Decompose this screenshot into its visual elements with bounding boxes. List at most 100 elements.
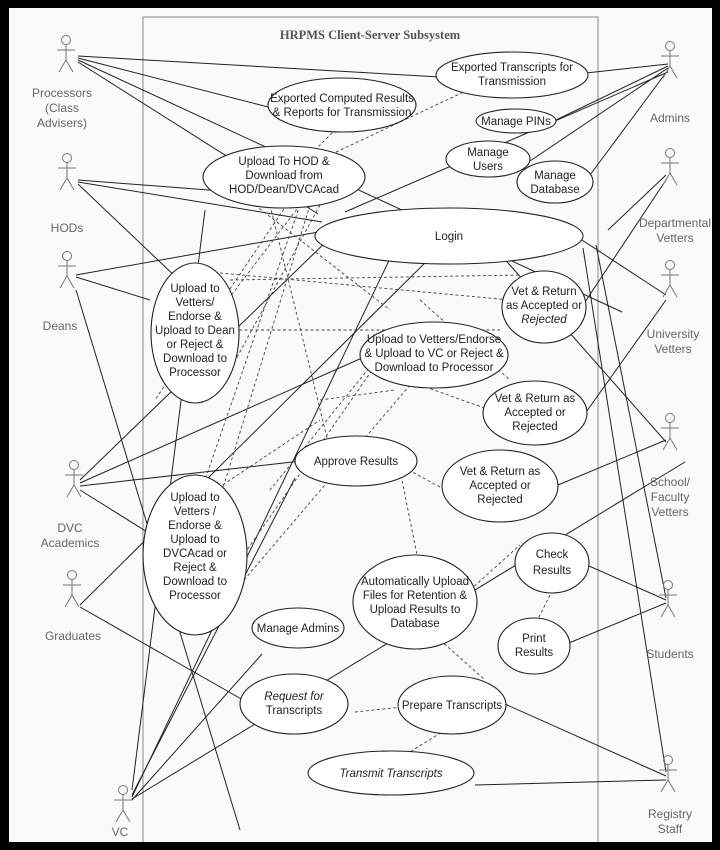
use-case-auto-upload[interactable]: Automatically Upload Files for Retention…	[352, 554, 478, 650]
svg-text:Graduates: Graduates	[45, 629, 101, 643]
svg-text:Upload to Vetters/Endorse: Upload to Vetters/Endorse	[367, 334, 501, 346]
svg-text:Exported Transcripts for: Exported Transcripts for	[451, 62, 573, 74]
actor-vc: VC	[112, 785, 132, 839]
svg-text:Vet & Return: Vet & Return	[511, 286, 576, 298]
svg-text:Rejected: Rejected	[512, 421, 557, 433]
use-case-transmit-transcripts[interactable]: Transmit Transcripts	[307, 750, 475, 796]
svg-text:Vet & Return as: Vet & Return as	[495, 393, 576, 405]
svg-text:Check: Check	[536, 549, 569, 561]
use-case-exported-results[interactable]: Exported Computed Results & Reports for …	[267, 77, 417, 133]
svg-text:as Accepted or: as Accepted or	[506, 300, 582, 312]
svg-text:Vetters: Vetters	[651, 505, 688, 519]
use-case-manage-users[interactable]: Manage Users	[445, 140, 531, 178]
svg-text:Upload To HOD &: Upload To HOD &	[238, 156, 330, 168]
svg-text:Manage: Manage	[467, 147, 509, 159]
svg-text:Vetters: Vetters	[654, 342, 691, 356]
svg-text:Results: Results	[533, 565, 572, 577]
use-case-upload-to-vc[interactable]: Upload to Vetters/Endorse & Upload to VC…	[359, 321, 509, 389]
actor-dvc-academics: DVC Academics	[41, 460, 100, 550]
svg-text:& Reports for Transmission: & Reports for Transmission	[273, 107, 412, 119]
diagram-title: HRPMS Client-Server Subsystem	[280, 28, 461, 42]
use-case-upload-to-dvcacad[interactable]: Upload to Vetters / Endorse & Upload to …	[142, 474, 248, 636]
actor-students: Students	[646, 580, 694, 661]
svg-text:Automatically Upload: Automatically Upload	[361, 576, 469, 588]
use-case-upload-to-dean[interactable]: Upload to Vetters/ Endorse & Upload to D…	[150, 262, 240, 404]
svg-text:Results: Results	[515, 647, 554, 659]
svg-text:HOD/Dean/DVCAcad: HOD/Dean/DVCAcad	[229, 184, 339, 196]
svg-text:Transmit Transcripts: Transmit Transcripts	[339, 768, 442, 780]
svg-text:Endorse &: Endorse &	[168, 520, 222, 532]
actor-deans: Deans	[43, 251, 77, 333]
svg-text:School/: School/	[650, 475, 691, 489]
svg-text:Exported Computed Results: Exported Computed Results	[270, 93, 414, 105]
use-case-vet-return-2[interactable]: Vet & Return as Accepted or Rejected	[482, 380, 588, 446]
svg-text:Staff: Staff	[658, 822, 683, 836]
use-case-prepare-transcripts[interactable]: Prepare Transcripts	[397, 675, 507, 735]
diagram-canvas: HRPMS Client-Server Subsystem	[9, 8, 712, 842]
svg-text:Processor: Processor	[169, 590, 221, 602]
svg-text:Departmental: Departmental	[639, 216, 711, 230]
svg-text:Academics: Academics	[41, 536, 100, 550]
svg-text:Faculty: Faculty	[651, 490, 690, 504]
use-cases: Exported Transcripts for Transmission Ex…	[142, 51, 594, 796]
use-case-upload-to-hod[interactable]: Upload To HOD & Download from HOD/Dean/D…	[202, 145, 366, 209]
svg-text:Download from: Download from	[245, 170, 322, 182]
svg-text:or Reject &: or Reject &	[167, 339, 224, 351]
use-case-manage-database[interactable]: Manage Database	[516, 160, 594, 204]
svg-text:Accepted or: Accepted or	[504, 407, 566, 419]
use-case-request-transcripts[interactable]: Request for Transcripts	[239, 673, 349, 735]
svg-text:Prepare Transcripts: Prepare Transcripts	[402, 700, 503, 712]
actor-hods: HODs	[51, 153, 83, 235]
svg-text:Registry: Registry	[648, 807, 692, 821]
svg-text:Download to: Download to	[163, 353, 227, 365]
use-case-check-results[interactable]: Check Results	[514, 532, 590, 594]
use-case-vet-return-1[interactable]: Vet & Return as Accepted or Rejected	[501, 270, 587, 344]
actor-graduates: Graduates	[45, 570, 101, 643]
svg-text:Processor: Processor	[169, 367, 221, 379]
actor-university-vetters: University Vetters	[647, 260, 700, 356]
svg-text:Upload Results to: Upload Results to	[370, 604, 461, 616]
svg-text:Admins: Admins	[650, 111, 690, 125]
actor-admins: Admins	[650, 41, 690, 125]
svg-text:Endorse &: Endorse &	[168, 311, 222, 323]
use-case-manage-pins[interactable]: Manage PINs	[475, 108, 557, 134]
svg-text:Upload to: Upload to	[170, 283, 219, 295]
svg-text:Upload to: Upload to	[170, 492, 219, 504]
svg-text:Download to: Download to	[163, 576, 227, 588]
actor-processors: Processors (Class Advisers)	[32, 35, 92, 130]
svg-text:Approve Results: Approve Results	[314, 456, 399, 468]
actor-departmental-vetters: Departmental Vetters	[639, 148, 711, 245]
svg-text:Manage Admins: Manage Admins	[257, 623, 340, 635]
svg-text:Request for: Request for	[264, 691, 325, 703]
svg-text:VC: VC	[112, 825, 129, 839]
svg-text:Upload to: Upload to	[170, 534, 219, 546]
use-case-exported-transcripts[interactable]: Exported Transcripts for Transmission	[435, 51, 589, 99]
svg-text:University: University	[647, 327, 700, 341]
svg-text:Rejected: Rejected	[521, 314, 567, 326]
svg-text:Advisers): Advisers)	[37, 116, 87, 130]
svg-text:Rejected: Rejected	[477, 494, 522, 506]
svg-text:Users: Users	[473, 161, 503, 173]
svg-text:Transmission: Transmission	[478, 76, 546, 88]
svg-text:Manage: Manage	[534, 170, 576, 182]
system-boundary	[142, 16, 599, 842]
actor-registry-staff: Registry Staff	[648, 755, 692, 836]
svg-text:Manage PINs: Manage PINs	[481, 116, 551, 128]
svg-text:Vetters /: Vetters /	[174, 506, 217, 518]
svg-text:Vet & Return as: Vet & Return as	[460, 466, 541, 478]
svg-text:Reject &: Reject &	[173, 562, 217, 574]
use-case-print-results[interactable]: Print Results	[497, 617, 571, 675]
svg-text:Vetters: Vetters	[656, 231, 693, 245]
svg-text:DVCAcad or: DVCAcad or	[163, 548, 227, 560]
use-case-manage-admins[interactable]: Manage Admins	[251, 607, 345, 649]
use-case-approve-results[interactable]: Approve Results	[294, 435, 418, 487]
svg-text:Upload to Dean: Upload to Dean	[155, 325, 235, 337]
svg-text:Database: Database	[530, 184, 579, 196]
svg-text:Database: Database	[390, 618, 439, 630]
use-case-vet-return-3[interactable]: Vet & Return as Accepted or Rejected	[441, 449, 559, 523]
use-case-login[interactable]: Login	[314, 207, 584, 265]
svg-text:& Upload to VC or Reject &: & Upload to VC or Reject &	[364, 348, 504, 360]
svg-text:Transcripts: Transcripts	[266, 705, 323, 717]
svg-text:DVC: DVC	[57, 521, 83, 535]
